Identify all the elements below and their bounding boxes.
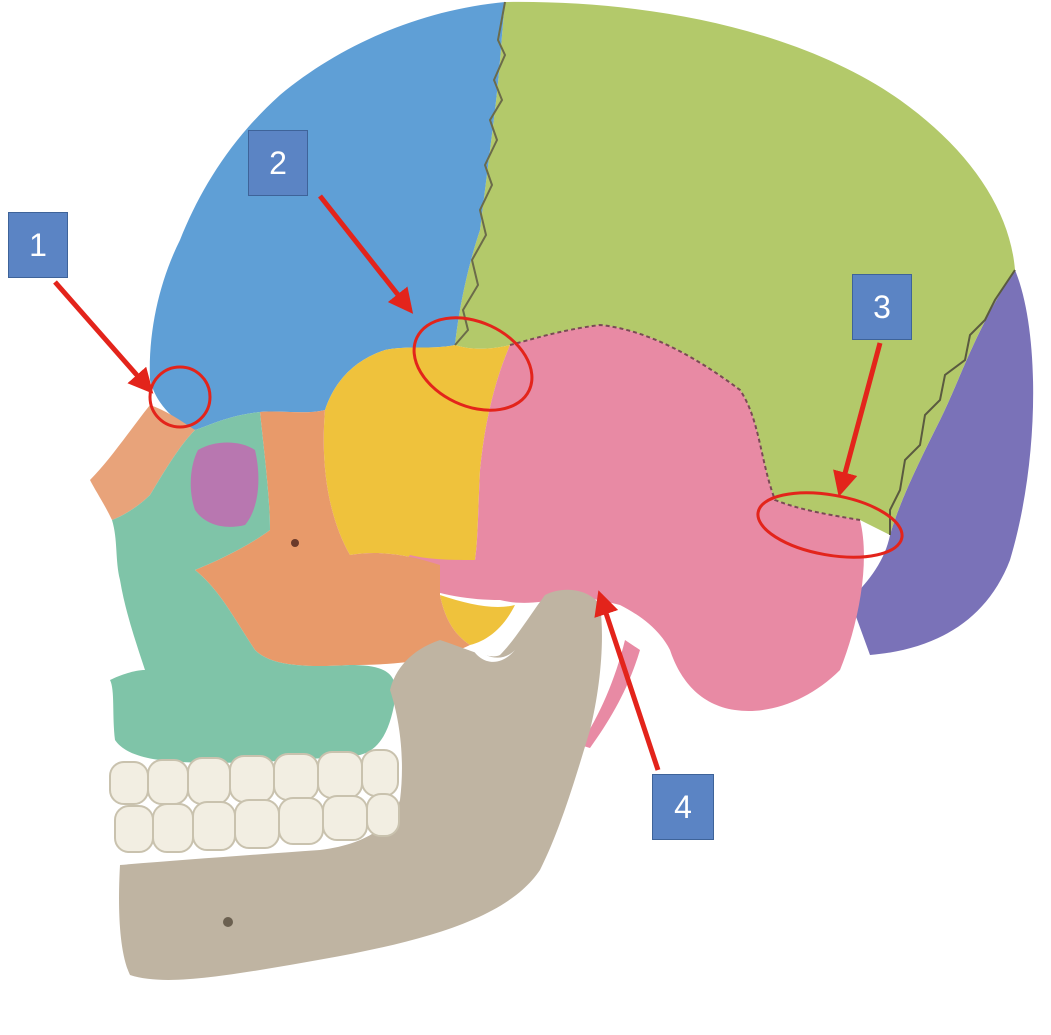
sphenoid-lower	[440, 595, 515, 645]
teeth	[109, 749, 400, 853]
lower-tooth	[366, 793, 400, 837]
lambdoid-suture	[889, 269, 1016, 535]
sphenoid-bone	[323, 345, 510, 565]
frontal-bone	[149, 2, 505, 430]
infraorbital-foramen	[291, 539, 299, 547]
annotation-ellipse-1	[148, 365, 212, 429]
annotation-ellipse-2	[412, 316, 534, 412]
annotation-arrow-4	[594, 590, 661, 771]
label-4: 4	[652, 774, 714, 840]
label-1: 1	[8, 212, 68, 278]
zygomatic-bone	[195, 410, 470, 667]
mental-foramen	[223, 917, 233, 927]
upper-tooth	[273, 753, 319, 801]
lower-tooth	[152, 803, 194, 853]
lower-tooth	[278, 797, 324, 845]
label-3: 3	[852, 274, 912, 340]
mandible	[119, 589, 602, 980]
label-2: 2	[248, 130, 308, 196]
lower-tooth	[192, 801, 236, 851]
coronal-suture	[454, 1, 507, 346]
upper-tooth	[109, 761, 149, 805]
mandibular-notch	[470, 645, 515, 662]
annotation-arrow-2	[318, 194, 414, 314]
annotation-arrow-1	[53, 280, 154, 394]
orbit-lacrimal	[190, 442, 259, 527]
upper-tooth	[187, 757, 231, 805]
lower-tooth	[234, 799, 280, 849]
maxilla	[110, 412, 396, 763]
upper-tooth	[229, 755, 275, 803]
annotation-arrow-3	[833, 342, 883, 497]
lower-tooth	[114, 805, 154, 853]
temporal-bone	[406, 325, 864, 711]
lower-tooth	[322, 795, 368, 841]
upper-tooth	[317, 751, 363, 799]
upper-tooth	[361, 749, 399, 797]
occipital-bone	[850, 270, 1034, 655]
parietal-bone	[455, 1, 1015, 535]
squamosal-suture	[509, 323, 861, 521]
nasal-bone	[90, 405, 195, 520]
upper-tooth	[147, 759, 189, 805]
